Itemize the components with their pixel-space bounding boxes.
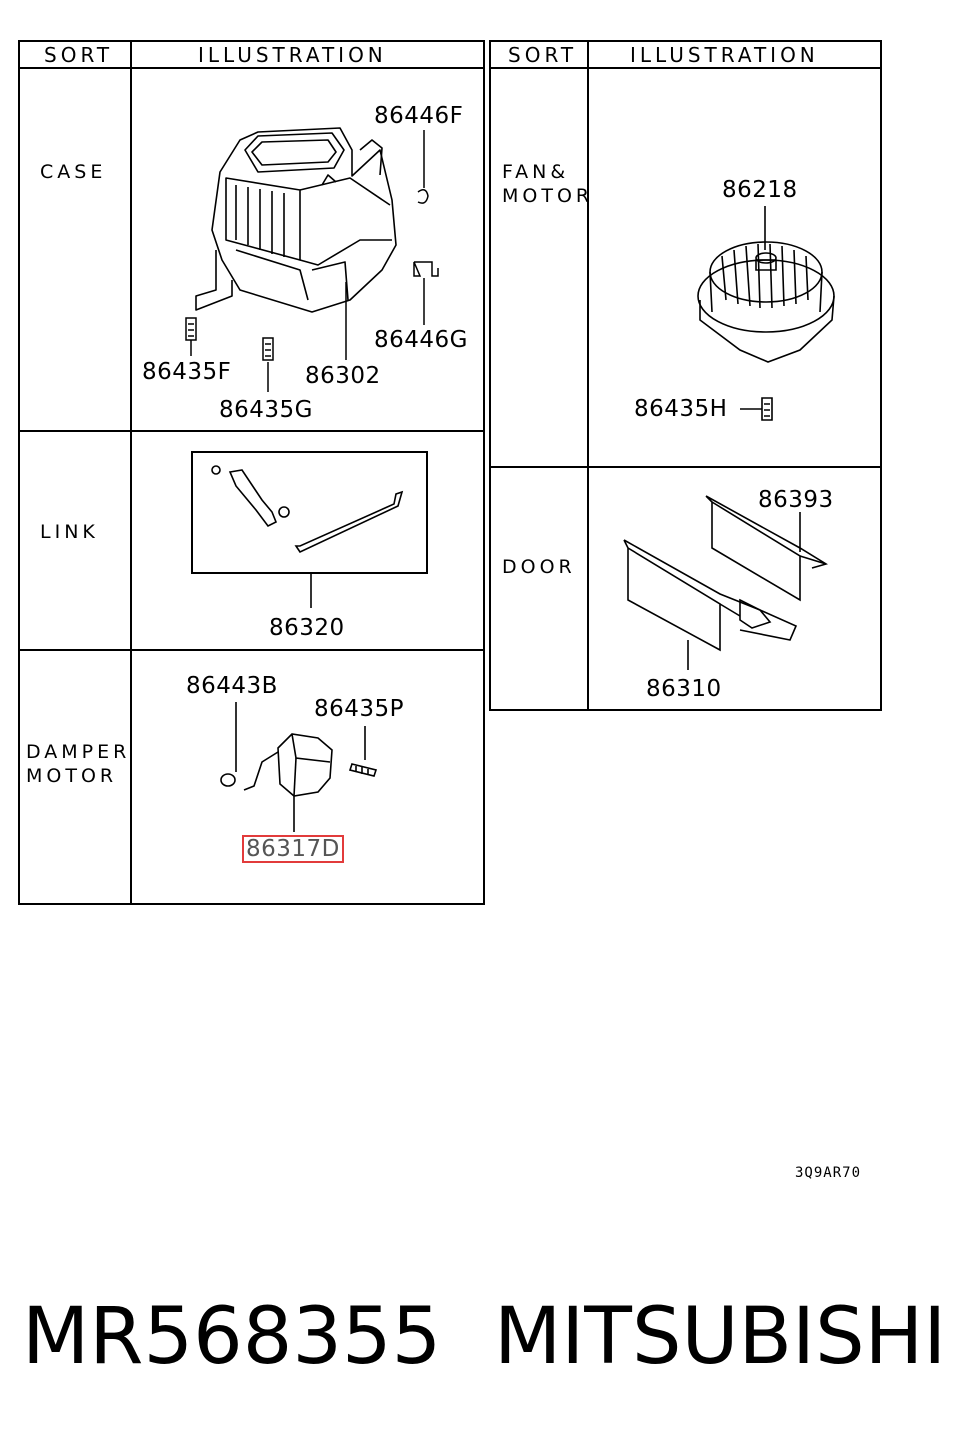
sort-label-case: CASE bbox=[40, 161, 107, 183]
part-number-86435g[interactable]: 86435G bbox=[219, 397, 313, 423]
damper-motor-illustration bbox=[220, 702, 378, 832]
link-illustration bbox=[191, 451, 428, 608]
part-number-86393[interactable]: 86393 bbox=[758, 487, 834, 513]
case-leaders bbox=[185, 130, 439, 392]
part-number-86317d-highlighted[interactable]: 86317D bbox=[242, 835, 344, 863]
left-header-sort: SORT bbox=[44, 43, 114, 67]
left-table-frame bbox=[18, 40, 485, 905]
right-table-frame bbox=[489, 40, 882, 711]
sort-label-fan-motor: FAN& MOTOR bbox=[502, 161, 594, 207]
sort-label-link: LINK bbox=[40, 521, 99, 543]
diagram-code: 3Q9AR70 bbox=[795, 1165, 862, 1181]
part-number-86320[interactable]: 86320 bbox=[269, 615, 345, 641]
part-number-86302[interactable]: 86302 bbox=[305, 363, 381, 389]
part-number-86446f[interactable]: 86446F bbox=[374, 103, 464, 129]
part-number-86446g[interactable]: 86446G bbox=[374, 327, 468, 353]
footer-brand: MITSUBISHI bbox=[494, 1292, 947, 1382]
door-illustration bbox=[623, 495, 828, 670]
fan-motor-illustration bbox=[697, 206, 835, 421]
right-header-illustration: ILLUSTRATION bbox=[630, 43, 819, 67]
part-number-86435p[interactable]: 86435P bbox=[314, 696, 405, 722]
right-header-sort: SORT bbox=[508, 43, 578, 67]
sort-label-door: DOOR bbox=[502, 556, 576, 578]
sort-label-damper-motor: DAMPER MOTOR bbox=[26, 741, 131, 787]
left-header-illustration: ILLUSTRATION bbox=[198, 43, 387, 67]
part-number-86435h[interactable]: 86435H bbox=[634, 396, 728, 422]
part-number-86310[interactable]: 86310 bbox=[646, 676, 722, 702]
part-number-86443b[interactable]: 86443B bbox=[186, 673, 278, 699]
footer-part-number: MR568355 bbox=[22, 1292, 442, 1382]
part-number-86218[interactable]: 86218 bbox=[722, 177, 798, 203]
part-number-86435f[interactable]: 86435F bbox=[142, 359, 232, 385]
case-illustration bbox=[195, 127, 397, 313]
